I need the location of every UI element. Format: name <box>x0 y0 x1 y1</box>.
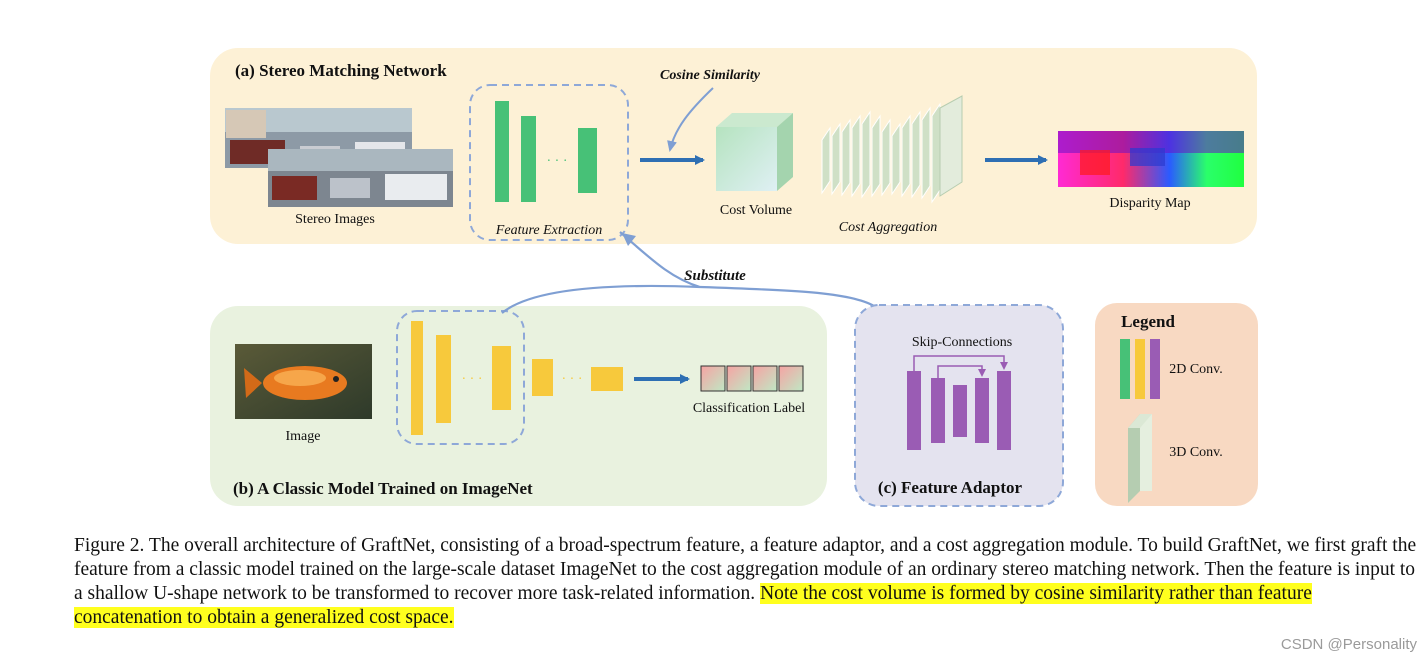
yellow-conv-layer-1 <box>411 321 423 435</box>
image-label: Image <box>286 429 321 444</box>
disparity-map-label: Disparity Map <box>1109 196 1190 211</box>
purple-conv-layer-4 <box>975 378 989 443</box>
purple-conv-layer-2 <box>931 378 945 443</box>
yellow-conv-layer-4 <box>532 359 553 396</box>
classification-cell <box>700 365 726 392</box>
green-conv-layer-3 <box>578 128 597 193</box>
cosine-similarity-label: Cosine Similarity <box>660 68 761 83</box>
classification-vector <box>700 365 804 392</box>
legend-background <box>1095 303 1258 506</box>
panel-a-title: (a) Stereo Matching Network <box>235 61 447 80</box>
cost-aggregation-slab <box>871 114 881 198</box>
disparity-map-image <box>1058 131 1244 187</box>
watermark: CSDN @Personality <box>1280 636 1417 653</box>
architecture-diagram: (a) Stereo Matching Network Stereo Image… <box>210 48 1258 507</box>
legend-2d-label: 2D Conv. <box>1169 362 1223 377</box>
goldfish-image <box>235 344 372 419</box>
green-conv-layer-1 <box>495 101 509 202</box>
cost-aggregation-label: Cost Aggregation <box>839 220 937 235</box>
feature-extraction-label: Feature Extraction <box>495 223 602 238</box>
caption-text: Figure 2. The overall architecture of Gr… <box>74 535 1417 604</box>
cost-volume-label: Cost Volume <box>720 203 792 218</box>
purple-conv-layer-3 <box>953 385 967 437</box>
classification-cell <box>778 365 804 392</box>
cost-volume-cube <box>716 113 793 191</box>
substitute-arrow-head <box>622 233 636 246</box>
cost-aggregation-slab <box>891 122 901 196</box>
skip-connections-label: Skip-Connections <box>912 335 1012 350</box>
legend-3d-slab <box>1128 414 1152 503</box>
cost-aggregation-slab <box>939 95 963 197</box>
cost-aggregation-stack <box>821 95 963 204</box>
legend-green-swatch <box>1120 339 1130 399</box>
legend-title: Legend <box>1121 312 1175 331</box>
classification-cell <box>726 365 752 392</box>
substitute-label: Substitute <box>684 268 746 284</box>
panel-c-title: (c) Feature Adaptor <box>878 478 1023 497</box>
feature-extraction-box <box>469 84 629 241</box>
yellow-conv-layer-2 <box>436 335 451 423</box>
cost-aggregation-slab <box>881 118 891 197</box>
cosine-similarity-arrow <box>667 87 714 152</box>
classification-cell <box>752 365 778 392</box>
figure-caption: Figure 2. The overall architecture of Gr… <box>74 534 1419 630</box>
cost-aggregation-slab <box>901 114 911 198</box>
legend-yellow-swatch <box>1135 339 1145 399</box>
cost-aggregation-slab <box>911 110 921 199</box>
green-conv-layer-2 <box>521 116 536 202</box>
legend-purple-swatch <box>1150 339 1160 399</box>
cost-aggregation-slab <box>841 118 851 197</box>
stereo-images-label: Stereo Images <box>295 212 375 227</box>
cost-aggregation-slab <box>861 110 871 199</box>
legend-3d-label: 3D Conv. <box>1169 445 1223 460</box>
feature-ellipsis: · · · <box>547 154 568 169</box>
cost-aggregation-slab <box>851 114 861 198</box>
cost-aggregation-slab <box>931 102 941 204</box>
cost-aggregation-slab <box>831 122 841 196</box>
cost-aggregation-slab <box>921 106 931 200</box>
imagenet-ellipsis-2: · · · <box>562 372 583 387</box>
imagenet-ellipsis-1: · · · <box>462 372 483 387</box>
panel-b-title: (b) A Classic Model Trained on ImageNet <box>233 479 533 498</box>
purple-conv-layer-1 <box>907 371 921 450</box>
classification-label: Classification Label <box>693 401 805 416</box>
purple-conv-layer-5 <box>997 371 1011 450</box>
yellow-conv-layer-3 <box>492 346 511 410</box>
stereo-images <box>225 108 453 207</box>
skip-connection-inner <box>937 365 986 378</box>
yellow-conv-layer-5 <box>591 367 623 391</box>
skip-connection-outer <box>913 355 1008 371</box>
cost-aggregation-slab <box>821 126 831 195</box>
